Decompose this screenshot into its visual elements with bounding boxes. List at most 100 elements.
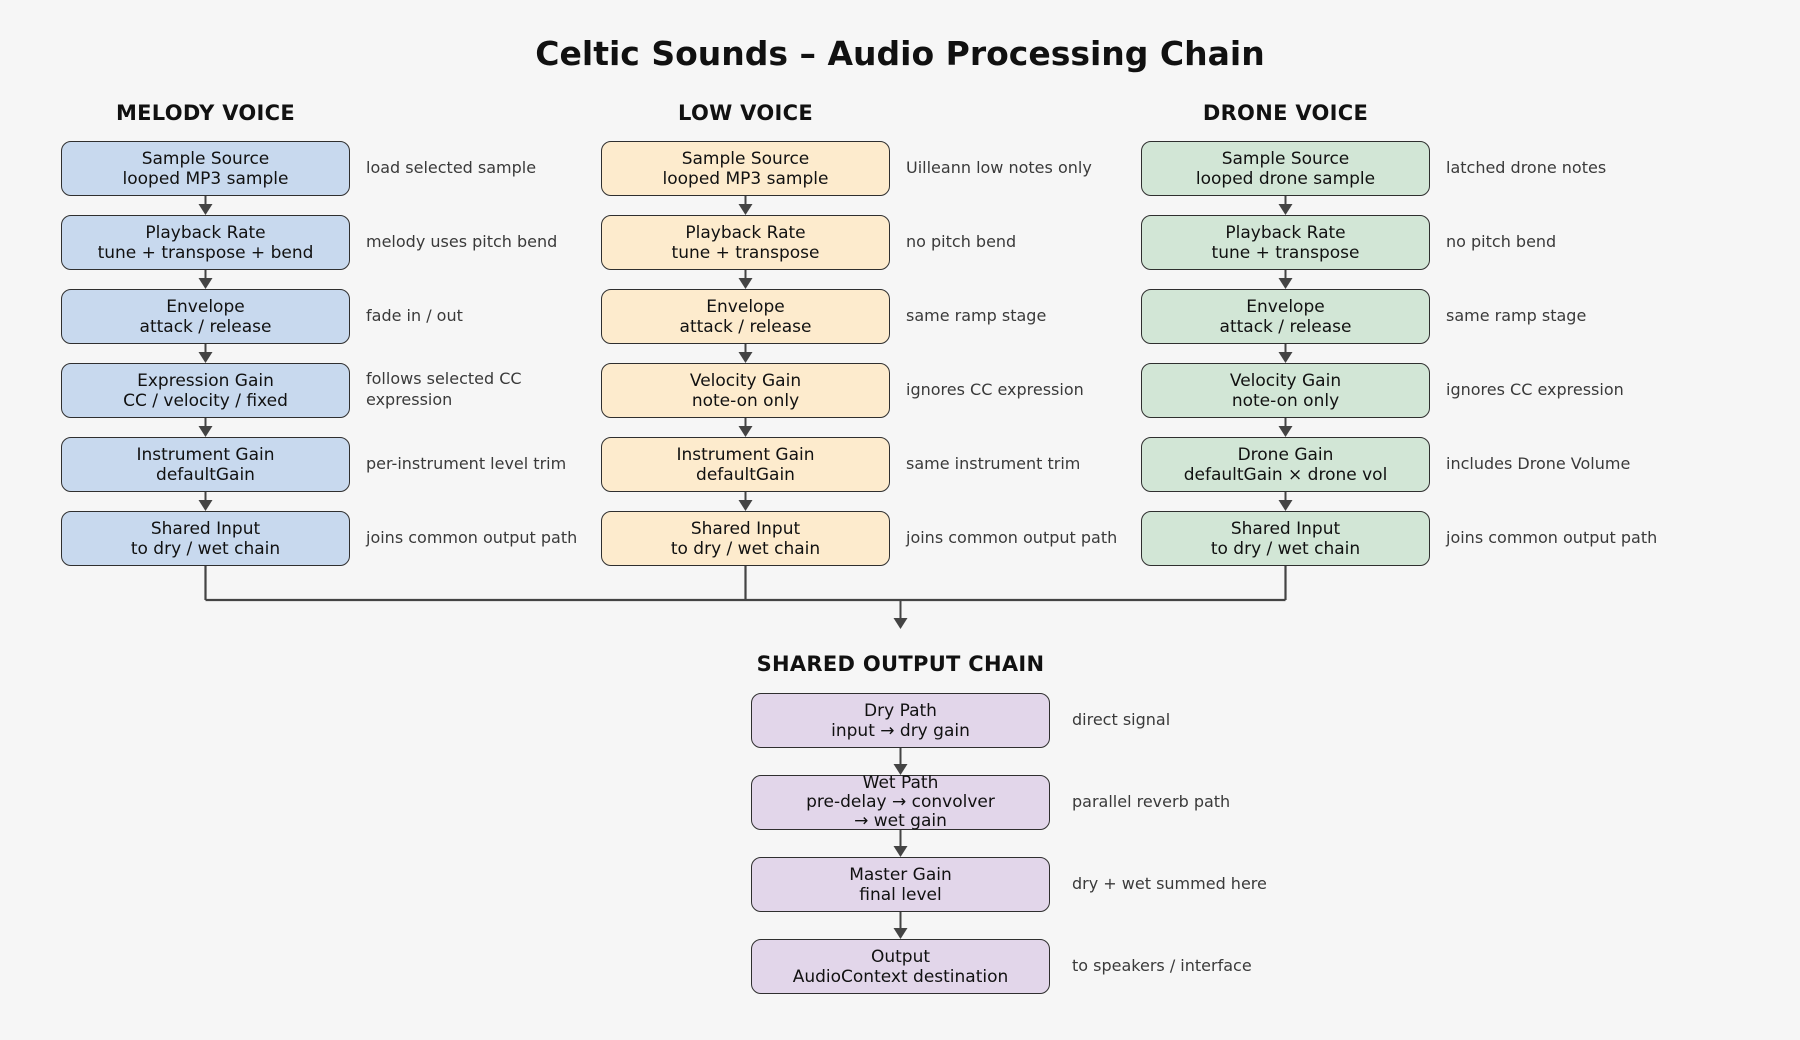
drone-step-3-box-line-1: Envelope xyxy=(1246,296,1325,317)
drone-step-4-box-line-2: note-on only xyxy=(1231,390,1340,411)
low-step-3-box-line-1: Envelope xyxy=(706,296,785,317)
drone-step-4-note: ignores CC expression xyxy=(1446,380,1624,399)
drone-step-3-note: same ramp stage xyxy=(1446,306,1587,325)
low-step-5-note: same instrument trim xyxy=(906,454,1081,473)
melody-voice-heading: MELODY VOICE xyxy=(115,101,296,125)
low-step-4-box-line-1: Velocity Gain xyxy=(689,370,802,391)
shared-step-4-note: to speakers / interface xyxy=(1072,956,1252,975)
shared-step-2-box-line-3: → wet gain xyxy=(854,811,947,831)
drone-arrow-3-head xyxy=(1278,352,1293,363)
melody-step-2-box-line-2: tune + transpose + bend xyxy=(97,242,314,263)
drone-step-2-box-line-1: Playback Rate xyxy=(1225,222,1346,243)
drone-step-1-box-line-1: Sample Source xyxy=(1221,148,1350,169)
shared-step-2-box-line-2: pre-delay → convolver xyxy=(806,792,995,812)
melody-step-3-box-line-2: attack / release xyxy=(139,316,272,337)
shared-step-3-box-line-2: final level xyxy=(859,884,942,905)
low-step-1-box-line-2: looped MP3 sample xyxy=(662,168,829,189)
shared-arrow-3-head xyxy=(893,928,908,939)
melody-step-4-box-line-1: Expression Gain xyxy=(137,370,274,391)
drone-step-5-box-line-1: Drone Gain xyxy=(1237,444,1334,465)
drone-arrow-2-head xyxy=(1278,278,1293,289)
melody-arrow-1-head xyxy=(198,204,213,215)
low-step-3-note: same ramp stage xyxy=(906,306,1047,325)
shared-step-2-note: parallel reverb path xyxy=(1072,792,1231,811)
low-step-6-note: joins common output path xyxy=(906,528,1118,547)
melody-step-1-box-line-2: looped MP3 sample xyxy=(122,168,289,189)
shared-step-1-box-line-2: input → dry gain xyxy=(831,720,970,741)
low-step-4-note: ignores CC expression xyxy=(906,380,1084,399)
melody-arrow-4-head xyxy=(198,426,213,437)
shared-step-4-box-line-2: AudioContext destination xyxy=(792,966,1009,987)
melody-step-4-note: follows selected CC expression xyxy=(366,369,522,409)
melody-step-6-note: joins common output path xyxy=(366,528,578,547)
shared-step-3-note: dry + wet summed here xyxy=(1072,874,1267,893)
merge-arrow-head xyxy=(893,618,908,629)
shared-chain-heading: SHARED OUTPUT CHAIN xyxy=(756,652,1045,676)
low-arrow-4-head xyxy=(738,426,753,437)
low-step-2-box-line-1: Playback Rate xyxy=(685,222,806,243)
melody-step-4-box-line-2: CC / velocity / fixed xyxy=(123,390,288,411)
melody-step-1-box-line-1: Sample Source xyxy=(141,148,270,169)
low-arrow-3-head xyxy=(738,352,753,363)
melody-step-5-box-line-1: Instrument Gain xyxy=(136,444,275,465)
drone-step-5-note: includes Drone Volume xyxy=(1446,454,1631,473)
low-step-1-box-line-1: Sample Source xyxy=(681,148,810,169)
shared-step-2-box-line-1: Wet Path xyxy=(862,773,939,793)
low-step-5-box-line-2: defaultGain xyxy=(696,464,795,485)
drone-step-5-box-line-2: defaultGain × drone vol xyxy=(1183,464,1388,485)
low-step-6-box-line-2: to dry / wet chain xyxy=(670,538,821,559)
low-step-2-note: no pitch bend xyxy=(906,232,1017,251)
shared-arrow-1-head xyxy=(893,764,908,775)
low-step-5-box-line-1: Instrument Gain xyxy=(676,444,815,465)
shared-step-3-box-line-1: Master Gain xyxy=(849,864,952,885)
melody-step-5-note: per-instrument level trim xyxy=(366,454,567,473)
drone-step-2-box-line-2: tune + transpose xyxy=(1211,242,1360,263)
low-step-4-box-line-2: note-on only xyxy=(691,390,800,411)
melody-arrow-5-head xyxy=(198,500,213,511)
shared-step-4-box-line-1: Output xyxy=(870,946,931,967)
drone-step-1-box-line-2: looped drone sample xyxy=(1195,168,1376,189)
low-step-3-box-line-2: attack / release xyxy=(679,316,812,337)
low-arrow-5-head xyxy=(738,500,753,511)
low-step-6-box-line-1: Shared Input xyxy=(690,518,801,539)
melody-step-3-box-line-1: Envelope xyxy=(166,296,245,317)
drone-step-3-box-line-2: attack / release xyxy=(1219,316,1352,337)
diagram-title: Celtic Sounds – Audio Processing Chain xyxy=(535,34,1265,73)
drone-arrow-1-head xyxy=(1278,204,1293,215)
melody-step-5-box-line-2: defaultGain xyxy=(156,464,255,485)
drone-step-4-box-line-1: Velocity Gain xyxy=(1229,370,1342,391)
melody-step-2-note: melody uses pitch bend xyxy=(366,232,558,251)
melody-step-3-note: fade in / out xyxy=(366,306,463,325)
melody-arrow-2-head xyxy=(198,278,213,289)
drone-arrow-4-head xyxy=(1278,426,1293,437)
drone-arrow-5-head xyxy=(1278,500,1293,511)
drone-voice-heading: DRONE VOICE xyxy=(1202,101,1369,125)
melody-step-6-box-line-1: Shared Input xyxy=(150,518,261,539)
drone-step-6-box-line-1: Shared Input xyxy=(1230,518,1341,539)
drone-step-6-box-line-2: to dry / wet chain xyxy=(1210,538,1361,559)
low-step-1-note: Uilleann low notes only xyxy=(906,158,1092,177)
shared-arrow-2-head xyxy=(893,846,908,857)
low-step-2-box-line-2: tune + transpose xyxy=(671,242,820,263)
